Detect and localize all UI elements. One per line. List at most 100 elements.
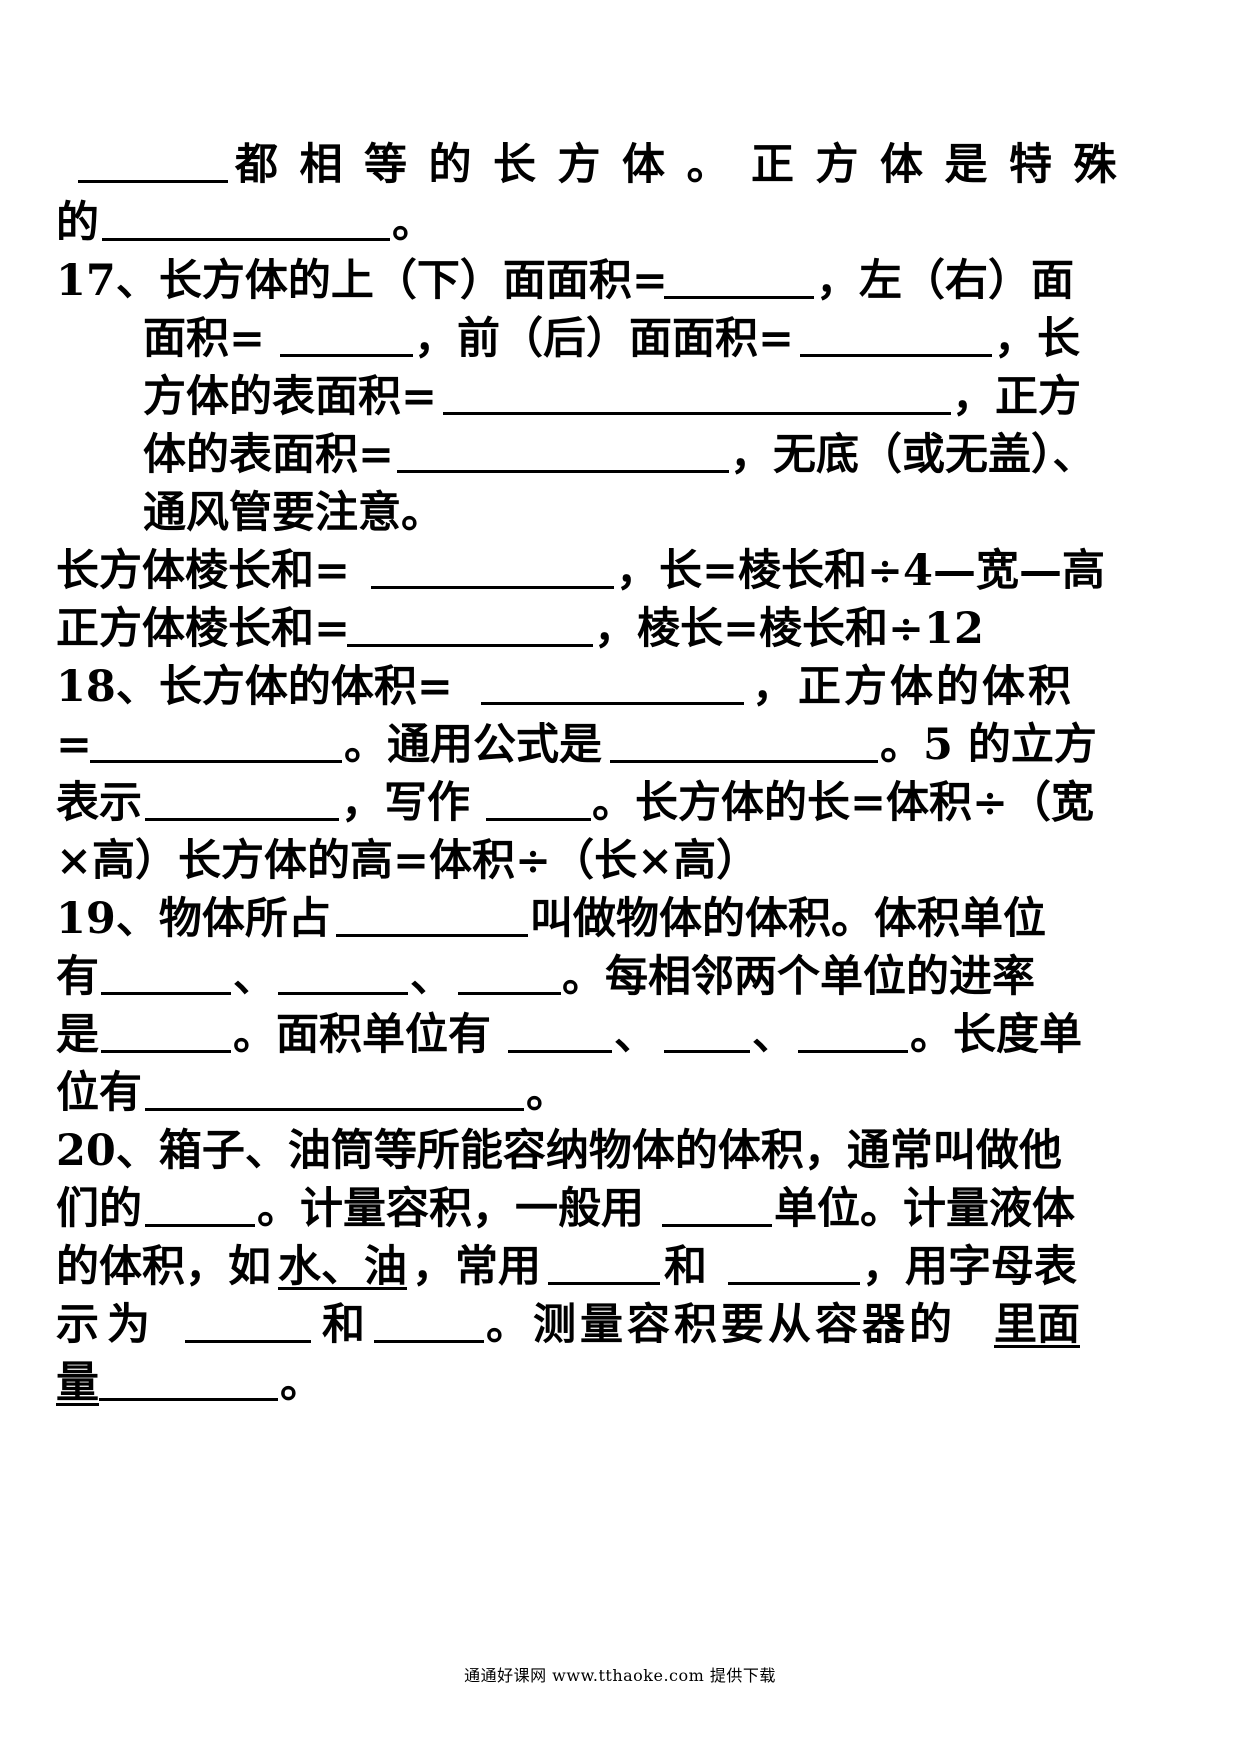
text-segment: 17、长方体的上（下）面面积= bbox=[56, 256, 668, 306]
text-line: 都相等的长方体。正方体是特殊 bbox=[0, 132, 1240, 198]
text-segment: 。长度单 bbox=[910, 1010, 1082, 1060]
answer-blank[interactable] bbox=[610, 760, 878, 763]
text-segment: 、 bbox=[410, 952, 453, 1002]
answer-blank[interactable] bbox=[374, 1340, 484, 1343]
answer-blank[interactable] bbox=[99, 1398, 278, 1401]
text-line: 们的 。计量容积，一般用 单位。计量液体 bbox=[0, 1176, 1240, 1242]
text-segment: ，写作 bbox=[341, 778, 470, 828]
text-segment: 们的 bbox=[56, 1184, 142, 1234]
text-line: 量 。 bbox=[0, 1350, 1240, 1416]
answer-blank[interactable] bbox=[481, 702, 744, 705]
text-line: = 。通用公式是 。5 的立方 bbox=[0, 712, 1240, 778]
answer-blank[interactable] bbox=[185, 1340, 311, 1343]
text-segment: 示为 bbox=[56, 1300, 158, 1350]
text-segment: ，正方 bbox=[952, 372, 1081, 422]
footer-credit: 通通好课网 www.tthaoke.com 提供下载 bbox=[464, 1666, 776, 1685]
text-segment: 、 bbox=[752, 1010, 795, 1060]
text-segment: ，无底（或无盖）、 bbox=[730, 430, 1096, 480]
text-line: 18、长方体的体积= ，正方体的体积 bbox=[0, 654, 1240, 720]
text-segment: 面积= bbox=[143, 314, 266, 364]
answer-blank[interactable] bbox=[101, 1050, 231, 1053]
text-line: 面积= ，前（后）面面积= ，长 bbox=[0, 306, 1240, 372]
text-segment: 。通用公式是 bbox=[344, 720, 602, 770]
text-segment: ，长 bbox=[994, 314, 1080, 364]
text-segment: 20、箱子、油筒等所能容纳物体的体积，通常叫做他 bbox=[56, 1126, 1062, 1176]
text-segment: 方体的表面积= bbox=[143, 372, 438, 422]
text-line: 长方体棱长和= ，长=棱长和÷4—宽—高 bbox=[0, 538, 1240, 604]
text-line: 有 、 、 。每相邻两个单位的进率 bbox=[0, 944, 1240, 1010]
text-segment: 、 bbox=[233, 952, 276, 1002]
answer-blank[interactable] bbox=[508, 1050, 612, 1053]
text-line: 表示 ，写作 。长方体的长=体积÷（宽 bbox=[0, 770, 1240, 836]
text-segment: 通风管要注意。 bbox=[143, 488, 444, 538]
text-line: 的体积，如 水、油 ，常用 和 ，用字母表 bbox=[0, 1234, 1240, 1300]
text-segment: 的 bbox=[56, 198, 99, 248]
text-line: 体的表面积= ，无底（或无盖）、 bbox=[0, 422, 1240, 488]
text-segment: ×高）长方体的高=体积÷（长×高） bbox=[56, 836, 760, 886]
text-segment: 和 bbox=[664, 1242, 707, 1292]
answer-blank[interactable] bbox=[145, 1224, 255, 1227]
text-segment: 。5 的立方 bbox=[880, 720, 1097, 770]
text-line: 的 。 bbox=[0, 190, 1240, 256]
text-segment: 体的表面积= bbox=[143, 430, 395, 480]
text-line: 方体的表面积= ，正方 bbox=[0, 364, 1240, 430]
text-segment: 的体积，如 bbox=[56, 1242, 271, 1292]
text-segment: 叫做物体的体积。体积单位 bbox=[530, 894, 1046, 944]
text-line: 通风管要注意。 bbox=[0, 480, 1240, 546]
answer-blank[interactable] bbox=[280, 354, 413, 357]
text-segment: 。每相邻两个单位的进率 bbox=[562, 952, 1035, 1002]
text-segment: 。测量容积要从容器的 bbox=[486, 1300, 956, 1350]
text-segment: ，左（右）面 bbox=[816, 256, 1074, 306]
answer-blank[interactable] bbox=[347, 644, 593, 647]
answer-blank[interactable] bbox=[78, 180, 228, 183]
text-segment: 都相等的长方体。正方体是特殊 bbox=[235, 140, 1138, 190]
answer-blank[interactable] bbox=[458, 992, 561, 995]
answer-blank[interactable] bbox=[548, 1282, 660, 1285]
text-segment: 长方体棱长和= bbox=[56, 546, 351, 596]
answer-blank[interactable] bbox=[664, 296, 814, 299]
text-segment: 。 bbox=[392, 198, 435, 248]
text-segment: 。 bbox=[526, 1068, 569, 1118]
answer-blank[interactable] bbox=[102, 238, 390, 241]
text-segment: 有 bbox=[56, 952, 99, 1002]
answer-blank[interactable] bbox=[800, 354, 992, 357]
answer-blank[interactable] bbox=[101, 992, 231, 995]
text-segment: ，棱长=棱长和÷12 bbox=[594, 604, 984, 654]
answer-blank[interactable] bbox=[145, 1108, 524, 1111]
answer-blank[interactable] bbox=[145, 818, 339, 821]
answer-blank[interactable] bbox=[486, 818, 591, 821]
text-segment: ，正方体的体积 bbox=[752, 662, 1074, 712]
answer-blank[interactable] bbox=[90, 760, 342, 763]
text-segment: 位有 bbox=[56, 1068, 142, 1118]
text-segment: ，常用 bbox=[412, 1242, 541, 1292]
underlined-text: 水、油 bbox=[278, 1242, 407, 1292]
text-line: 位有 。 bbox=[0, 1060, 1240, 1126]
answer-blank[interactable] bbox=[278, 992, 408, 995]
answer-blank[interactable] bbox=[664, 1050, 750, 1053]
text-line: 19、物体所占 叫做物体的体积。体积单位 bbox=[0, 886, 1240, 952]
answer-blank[interactable] bbox=[662, 1224, 772, 1227]
answer-blank[interactable] bbox=[336, 934, 528, 937]
text-segment: 。 bbox=[280, 1358, 323, 1408]
text-line: 20、箱子、油筒等所能容纳物体的体积，通常叫做他 bbox=[0, 1118, 1240, 1184]
text-line: 示为 和 。测量容积要从容器的 里面 bbox=[0, 1292, 1240, 1358]
text-line: ×高）长方体的高=体积÷（长×高） bbox=[0, 828, 1240, 894]
answer-blank[interactable] bbox=[397, 470, 729, 473]
text-segment: 。面积单位有 bbox=[233, 1010, 491, 1060]
text-segment: ，长=棱长和÷4—宽—高 bbox=[616, 546, 1105, 596]
text-segment: 、 bbox=[614, 1010, 657, 1060]
text-line: 是 。面积单位有 、 、 。长度单 bbox=[0, 1002, 1240, 1068]
text-segment: 和 bbox=[322, 1300, 365, 1350]
answer-blank[interactable] bbox=[798, 1050, 908, 1053]
text-line: 正方体棱长和= ，棱长=棱长和÷12 bbox=[0, 596, 1240, 662]
text-segment: 。计量容积，一般用 bbox=[257, 1184, 644, 1234]
text-segment: 正方体棱长和= bbox=[56, 604, 351, 654]
text-segment: 19、物体所占 bbox=[56, 894, 331, 944]
underlined-text: 量 bbox=[56, 1358, 99, 1408]
answer-blank[interactable] bbox=[443, 412, 951, 415]
answer-blank[interactable] bbox=[371, 586, 614, 589]
text-segment: 18、长方体的体积= bbox=[56, 662, 453, 712]
answer-blank[interactable] bbox=[728, 1282, 860, 1285]
text-segment: 是 bbox=[56, 1010, 99, 1060]
